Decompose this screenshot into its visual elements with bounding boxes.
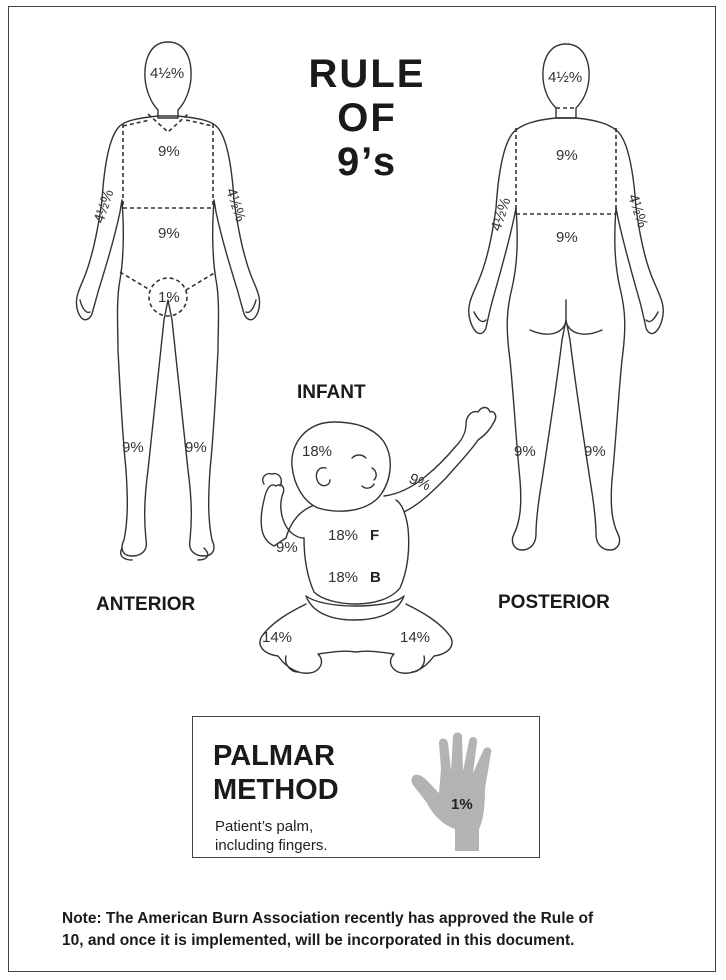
anterior-chest-pct: 9%	[158, 143, 180, 160]
infant-right-leg-pct: 14%	[400, 629, 430, 646]
infant-labels: 18% 9% 18% F 9% 18% B 14% 14%	[262, 443, 433, 646]
anterior-labels: 4½% 9% 9% 4½% 4½% 1% 9% 9%	[91, 65, 249, 456]
infant-raised-arm	[384, 408, 496, 513]
infant-diaper	[306, 596, 404, 620]
footnote-line-2: 10, and once it is implemented, will be …	[62, 930, 682, 952]
posterior-label: POSTERIOR	[498, 592, 610, 614]
infant-arm-left-pct: 9%	[276, 539, 298, 556]
hand-icon: 1%	[409, 729, 509, 853]
posterior-left-leg-pct: 9%	[514, 443, 536, 460]
palmar-method-box: PALMAR METHOD Patient’s palm, including …	[192, 716, 540, 858]
palmar-desc-line-1: Patient’s palm,	[215, 817, 328, 836]
posterior-lower-back-pct: 9%	[556, 229, 578, 246]
anterior-right-leg-pct: 9%	[185, 439, 207, 456]
posterior-head-pct: 4½%	[548, 69, 582, 86]
palmar-title-line-1: PALMAR	[213, 739, 339, 773]
posterior-left-arm-pct: 4½%	[488, 195, 515, 233]
infant-front-letter: F	[370, 527, 379, 544]
palmar-title-line-2: METHOD	[213, 773, 339, 807]
infant-front-trunk-pct: 18%	[328, 527, 358, 544]
anterior-left-leg-pct: 9%	[122, 439, 144, 456]
anterior-head-pct: 4½%	[150, 65, 184, 82]
anterior-abdomen-pct: 9%	[158, 225, 180, 242]
posterior-upper-back-pct: 9%	[556, 147, 578, 164]
footnote-line-1: Note: The American Burn Association rece…	[62, 908, 682, 930]
anterior-genital-pct: 1%	[158, 289, 180, 306]
hand-pct: 1%	[451, 796, 473, 813]
infant-head	[292, 422, 390, 511]
palmar-desc-line-2: including fingers.	[215, 836, 328, 855]
posterior-figure	[469, 44, 664, 550]
palmar-title: PALMAR METHOD	[213, 739, 339, 807]
posterior-labels: 4½% 9% 9% 4½% 4½% 9% 9%	[488, 69, 651, 460]
anterior-right-arm-pct: 4½%	[222, 186, 249, 224]
posterior-body-outline	[469, 118, 664, 550]
posterior-right-leg-pct: 9%	[584, 443, 606, 460]
anterior-body-outline	[76, 116, 259, 556]
infant-back-trunk-pct: 18%	[328, 569, 358, 586]
anterior-left-arm-pct: 4½%	[91, 187, 118, 225]
palmar-description: Patient’s palm, including fingers.	[215, 817, 328, 855]
anterior-label: ANTERIOR	[96, 594, 195, 616]
infant-label: INFANT	[297, 382, 366, 404]
infant-back-letter: B	[370, 569, 381, 586]
infant-left-leg-pct: 14%	[262, 629, 292, 646]
infant-head-pct: 18%	[302, 443, 332, 460]
posterior-right-arm-pct: 4½%	[624, 192, 651, 230]
footnote: Note: The American Burn Association rece…	[62, 908, 682, 952]
